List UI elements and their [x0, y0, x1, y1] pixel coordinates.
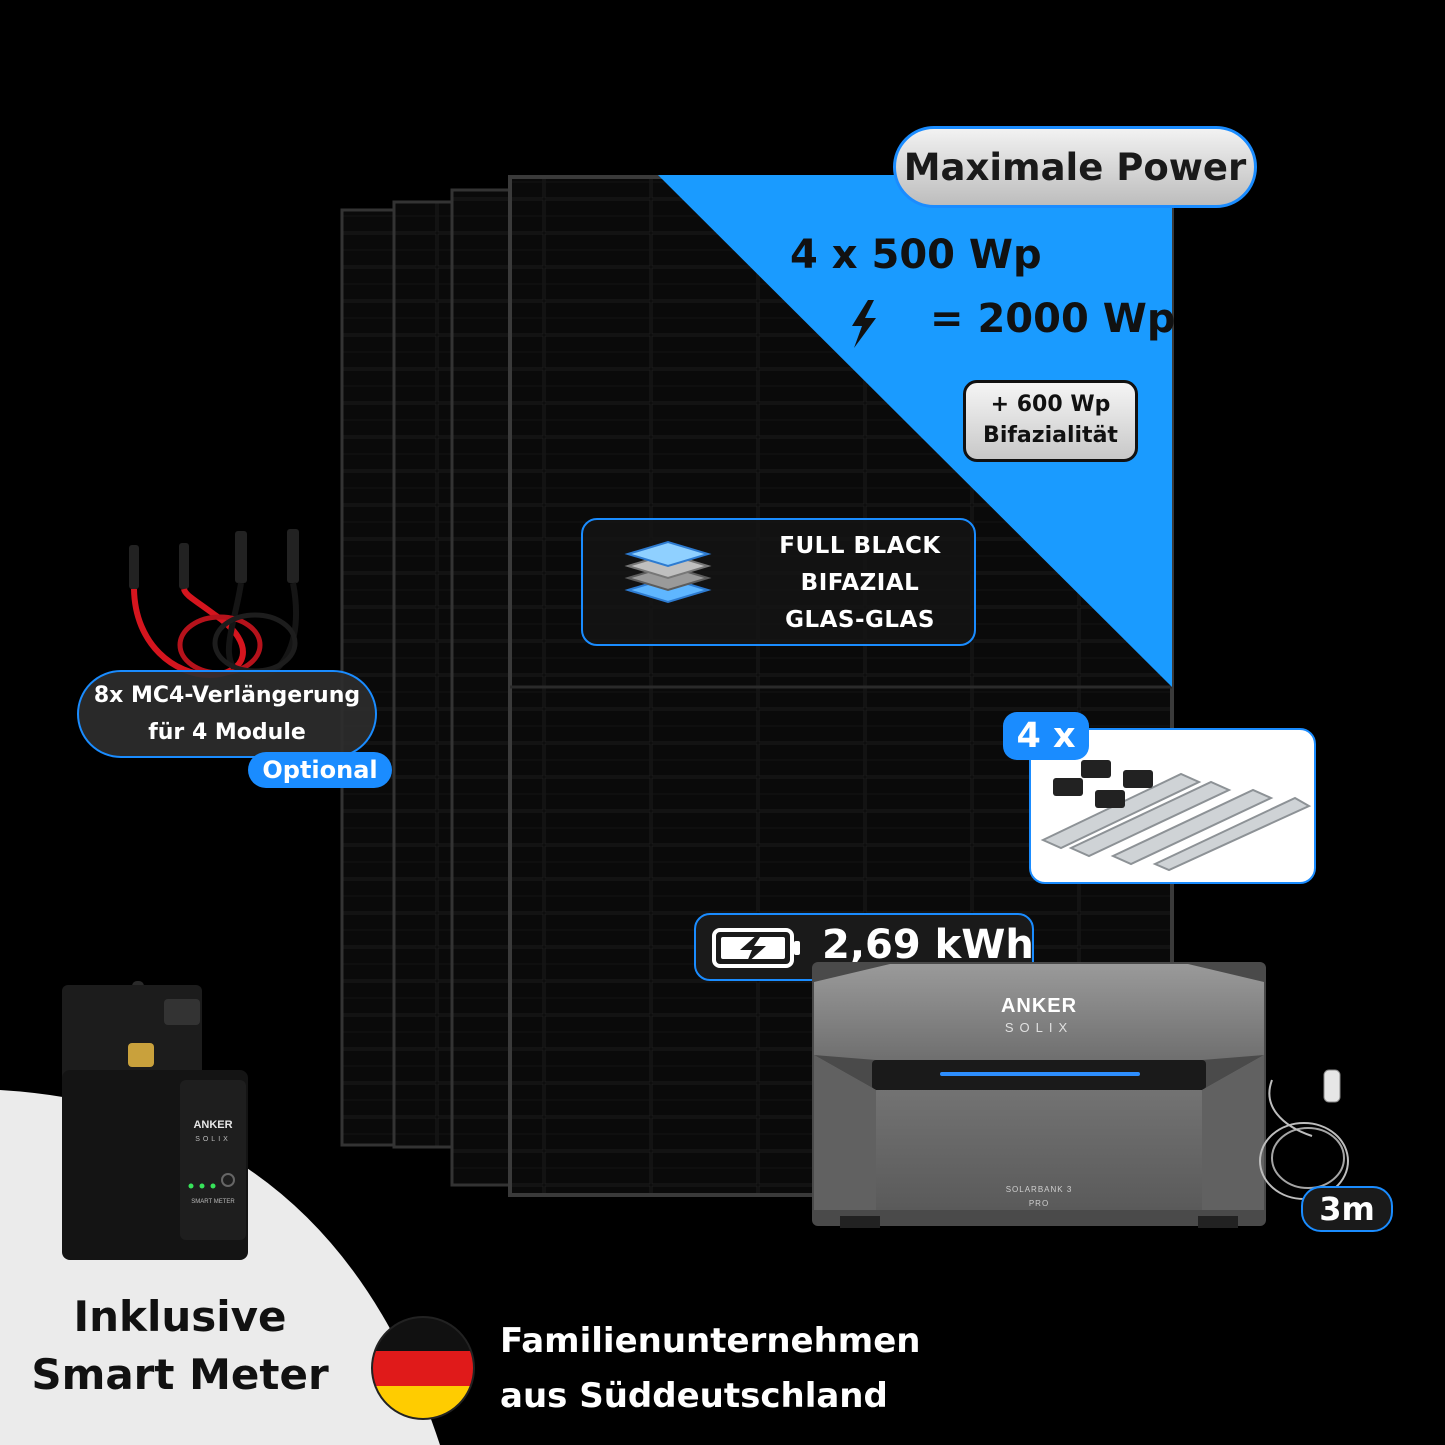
- smart-meter-brand: ANKER: [193, 1119, 232, 1131]
- ac-cable-illustration: [1259, 1069, 1349, 1200]
- feature-list: FULL BLACK BIFAZIAL GLAS-GLAS: [760, 528, 960, 639]
- optional-label: Optional: [262, 756, 378, 784]
- glass-layers-icon: [624, 540, 712, 604]
- cable-length: 3m: [1319, 1190, 1375, 1228]
- solarbank-brand: ANKER: [1001, 995, 1077, 1017]
- bifaziality-value: + 600 Wp: [990, 392, 1111, 418]
- bifaziality-badge: + 600 Wp Bifazialität: [963, 380, 1138, 462]
- optional-badge: Optional: [248, 752, 392, 788]
- battery-charging-icon: [712, 928, 800, 968]
- smart-meter-illustration: ANKER SOLIX SMART METER: [62, 981, 248, 1260]
- feature-glas-glas: GLAS-GLAS: [785, 607, 935, 633]
- smart-meter-sub-brand: SOLIX: [195, 1136, 231, 1143]
- lightning-icon: [852, 300, 876, 348]
- mc4-line1: 8x MC4-Verlängerung: [93, 683, 361, 708]
- bifaziality-label: Bifazialität: [983, 423, 1118, 448]
- mc4-cables-illustration: [129, 529, 300, 680]
- total-power-text: = 2000 Wp: [930, 296, 1176, 342]
- germany-flag-icon: [371, 1316, 475, 1420]
- mc4-line2: für 4 Module: [148, 720, 306, 745]
- solarbank-sub-brand: SOLIX: [1005, 1020, 1073, 1035]
- feature-bifazial: BIFAZIAL: [800, 570, 920, 596]
- maximale-power-label: Maximale Power: [903, 145, 1247, 189]
- feature-full-black: FULL BLACK: [779, 533, 941, 559]
- blue-corner-highlight: [658, 175, 1172, 687]
- company-tagline-line1: Familienunternehmen: [500, 1321, 921, 1361]
- mounting-quantity-badge: 4 x: [1003, 712, 1089, 760]
- company-tagline: Familienunternehmen aus Süddeutschland: [500, 1314, 920, 1424]
- battery-capacity: 2,69 kWh: [822, 922, 1034, 968]
- mc4-extension-badge: 8x MC4-Verlängerung für 4 Module: [77, 670, 377, 758]
- solarbank-battery-illustration: ANKER SOLIX SOLARBANK 3 PRO: [812, 962, 1266, 1228]
- smart-meter-caption: Inklusive Smart Meter: [20, 1288, 340, 1404]
- module-power-text: 4 x 500 Wp: [790, 232, 1042, 278]
- smart-meter-caption-line2: Smart Meter: [31, 1350, 329, 1399]
- company-tagline-line2: aus Süddeutschland: [500, 1376, 888, 1416]
- smart-meter-label: SMART METER: [191, 1199, 235, 1205]
- solarbank-model-suffix: PRO: [1029, 1199, 1049, 1208]
- smart-meter-caption-line1: Inklusive: [73, 1292, 287, 1341]
- cable-length-badge: 3m: [1301, 1186, 1393, 1232]
- mounting-rails-illustration: [1040, 760, 1312, 872]
- mounting-quantity: 4 x: [1016, 716, 1076, 756]
- solarbank-model: SOLARBANK 3: [1006, 1185, 1073, 1194]
- maximale-power-badge: Maximale Power: [893, 126, 1257, 208]
